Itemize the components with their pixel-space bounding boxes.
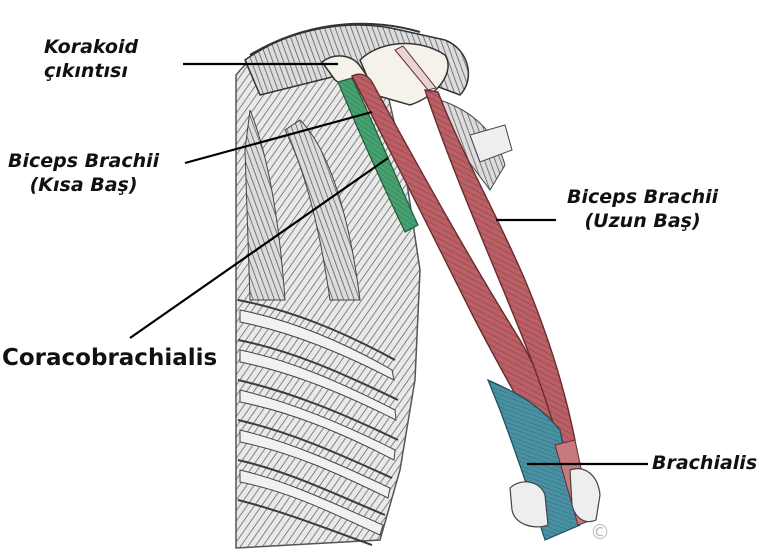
label-biceps-short-line2: (Kısa Baş) <box>29 173 138 196</box>
label-korakoid: Korakoid çıkıntısı <box>44 36 138 84</box>
label-brachialis-text: Brachialis <box>652 452 758 474</box>
brachialis-muscle <box>486 378 581 541</box>
label-biceps-long-line2: (Uzun Baş) <box>584 209 701 232</box>
label-korakoid-line2: çıkıntısı <box>44 59 128 82</box>
leader-coracobrachialis <box>129 157 389 339</box>
label-biceps-short-head: Biceps Brachii (Kısa Baş) <box>8 150 159 198</box>
label-biceps-long-line1: Biceps Brachii <box>567 186 719 208</box>
label-brachialis: Brachialis <box>652 452 757 476</box>
elbow-bone <box>509 481 549 528</box>
copyright-watermark: © <box>590 520 610 544</box>
leader-lines <box>129 62 648 466</box>
label-biceps-long-head: Biceps Brachii (Uzun Baş) <box>567 186 718 234</box>
rib-cage <box>237 299 399 546</box>
label-korakoid-line1: Korakoid <box>44 36 139 58</box>
leader-biceps-short <box>184 110 373 165</box>
label-coracobrachialis: Coracobrachialis <box>2 344 217 373</box>
label-biceps-short-line1: Biceps Brachii <box>8 150 160 172</box>
label-coracobrachialis-text: Coracobrachialis <box>2 345 218 371</box>
